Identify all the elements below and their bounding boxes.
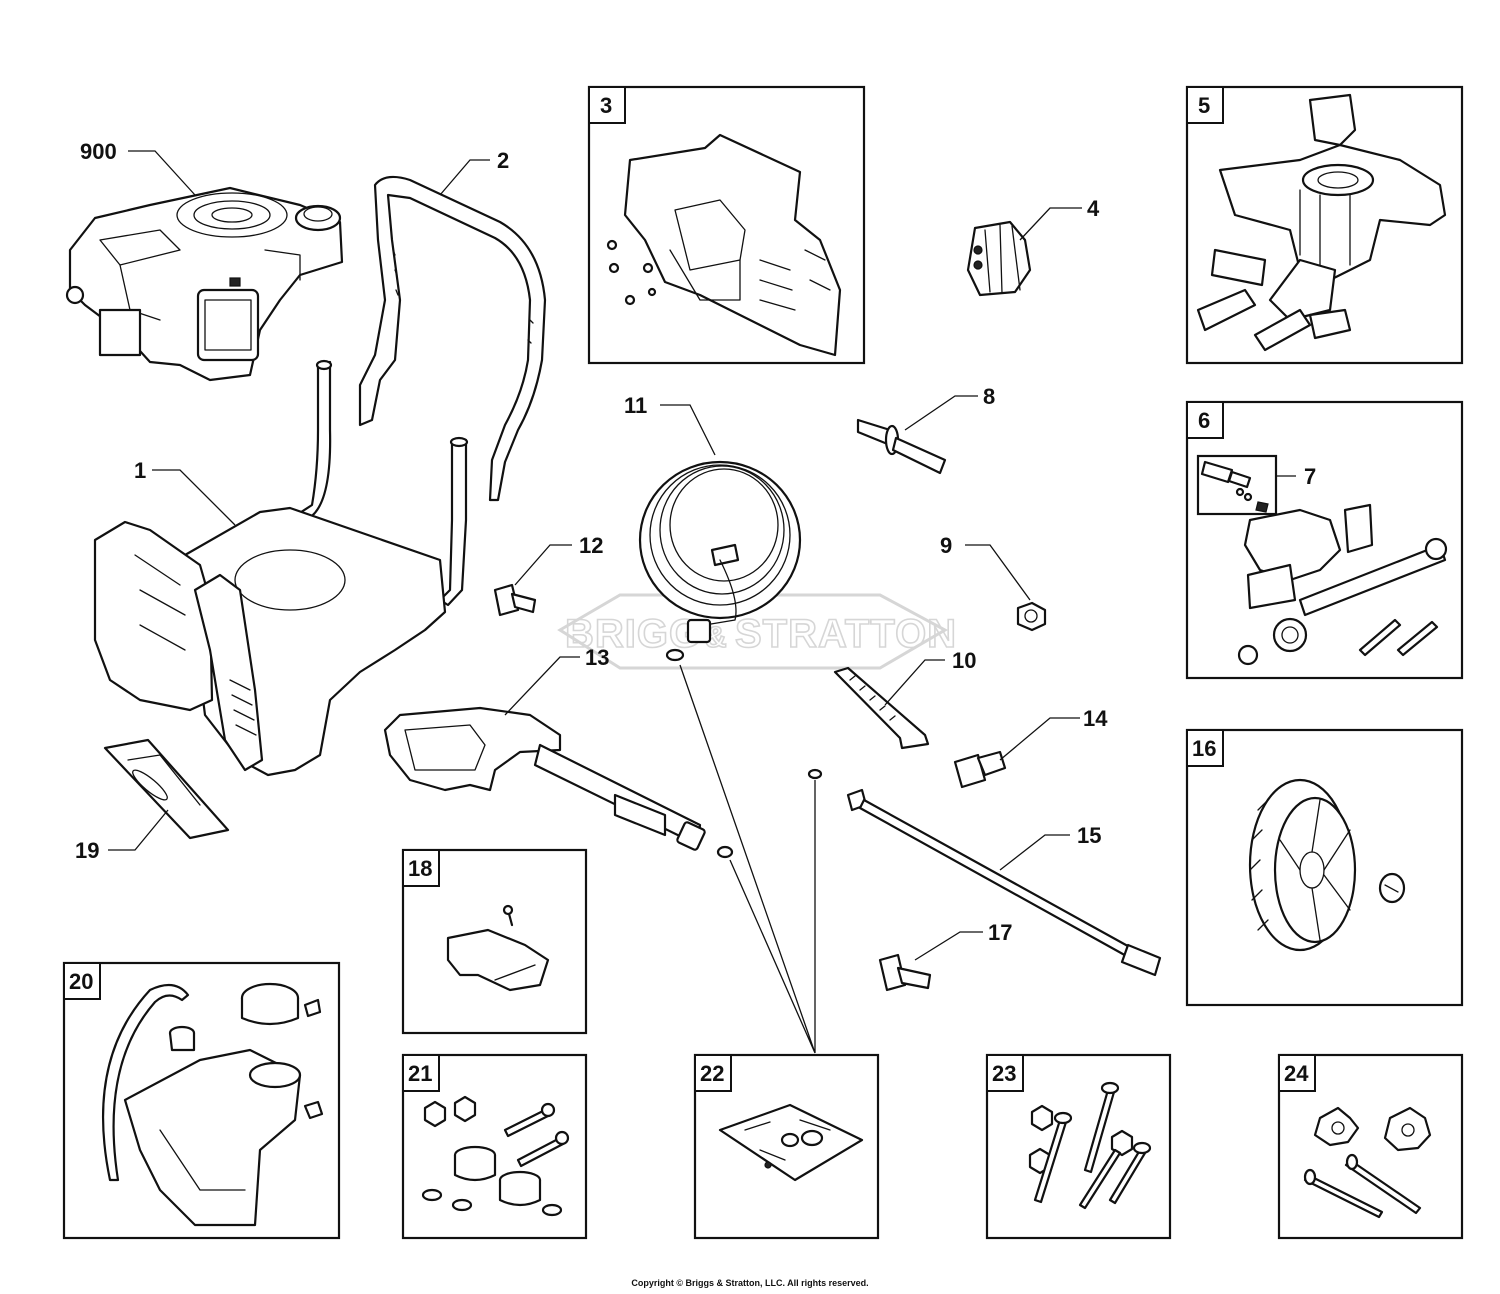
box-22-number: 22	[700, 1061, 724, 1086]
box-7-inset	[1196, 454, 1278, 516]
box-5	[1185, 85, 1464, 365]
handle-drawing	[358, 175, 547, 502]
plate-drawing	[103, 738, 230, 840]
label-11: 11	[624, 393, 647, 418]
label-12: 12	[579, 533, 603, 558]
label-900: 900	[80, 139, 117, 164]
label-9: 9	[940, 533, 952, 558]
spray-gun-drawing	[383, 706, 734, 859]
box-16-number: 16	[1192, 736, 1216, 761]
box-21	[401, 1053, 588, 1240]
box-18	[401, 848, 588, 1035]
knobs-drawing	[1303, 1106, 1432, 1219]
label-2: 2	[497, 148, 509, 173]
label-10: 10	[952, 648, 976, 673]
nut-drawing	[1016, 601, 1047, 632]
watermark-text-right: STRATTON	[735, 612, 957, 656]
leader-13	[504, 656, 580, 716]
box-5-number: 5	[1198, 93, 1210, 118]
leader-14	[999, 717, 1080, 761]
label-4: 4	[1087, 196, 1100, 221]
fuel-tank-drawing	[101, 982, 324, 1227]
pump-drawing	[1196, 93, 1447, 352]
inlet-fitting-drawing	[493, 583, 537, 617]
box-20-number: 20	[69, 969, 93, 994]
box-24-number: 24	[1284, 1061, 1309, 1086]
outlet-fitting-drawing	[878, 953, 932, 992]
box-24	[1277, 1053, 1464, 1240]
nozzle-knob-drawing	[966, 220, 1032, 297]
control-panel-drawing	[606, 133, 842, 357]
frame-drawing	[93, 359, 469, 777]
leader-2	[439, 159, 490, 196]
copyright-text: Copyright © Briggs & Stratton, LLC. All …	[631, 1278, 869, 1288]
box-3-number: 3	[600, 93, 612, 118]
label-19: 19	[75, 838, 99, 863]
leader-17	[914, 931, 983, 961]
leader-19	[108, 809, 169, 851]
wand-adapter-drawing	[856, 418, 947, 475]
leader-1	[152, 469, 236, 526]
box-16	[1185, 728, 1464, 1007]
leader-4	[1019, 207, 1082, 241]
watermark-text-left: BRIGG	[565, 612, 701, 656]
decal-sheet-drawing	[718, 1103, 864, 1182]
coupler-drawing	[953, 750, 1007, 789]
leader-11	[660, 404, 716, 456]
box-3	[587, 85, 866, 365]
box-20	[62, 961, 341, 1240]
label-8: 8	[983, 384, 995, 409]
label-7: 7	[1304, 464, 1316, 489]
box-22	[693, 1053, 880, 1240]
box-23	[985, 1053, 1172, 1240]
engine-drawing	[65, 186, 344, 382]
bolts-drawing	[1028, 1081, 1152, 1210]
leader-10	[884, 659, 945, 706]
hose-drawing	[638, 460, 802, 662]
label-1: 1	[134, 458, 146, 483]
handle-cover-drawing	[446, 904, 550, 992]
wand-drawing	[807, 768, 1162, 977]
mounting-hardware-drawing	[421, 1095, 570, 1217]
unloader-drawing	[1200, 460, 1448, 666]
box-21-number: 21	[408, 1061, 432, 1086]
box-6-number: 6	[1198, 408, 1210, 433]
box-23-number: 23	[992, 1061, 1016, 1086]
leader-12	[514, 544, 572, 586]
label-13: 13	[585, 645, 609, 670]
leader-8	[904, 395, 978, 431]
wheel-drawing	[1248, 778, 1406, 952]
watermark-logo: BRIGG & STRATTON	[557, 593, 957, 670]
label-14: 14	[1083, 706, 1108, 731]
label-17: 17	[988, 920, 1012, 945]
leader-9	[965, 544, 1031, 601]
leader-15	[999, 834, 1070, 871]
strap-drawing	[833, 666, 930, 750]
leader-22	[679, 664, 816, 1054]
box-6	[1185, 400, 1464, 680]
box-18-number: 18	[408, 856, 432, 881]
label-15: 15	[1077, 823, 1101, 848]
leader-900	[128, 150, 196, 196]
